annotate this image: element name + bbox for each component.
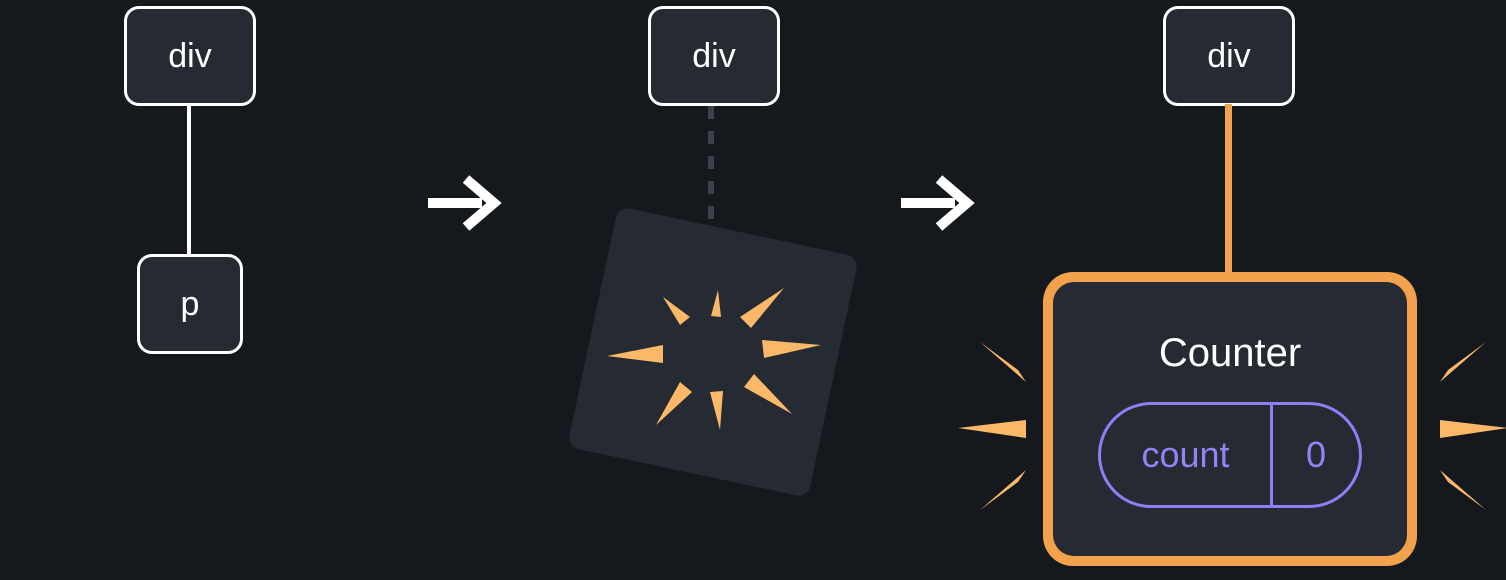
tree1-p-label: p (180, 284, 200, 323)
counter-card-body: Counter count 0 (1053, 282, 1407, 556)
tree2-div-label: div (692, 36, 736, 75)
right-arrow-icon (901, 175, 975, 231)
tree1-p-node: p (137, 254, 243, 354)
tree3-div-label: div (1207, 36, 1251, 75)
right-arrow-icon (428, 175, 502, 231)
tree2-div-node: div (648, 6, 780, 106)
counter-title: Counter (1158, 330, 1302, 375)
state-value-label: 0 (1305, 433, 1327, 475)
emphasis-rays-icon (1440, 342, 1506, 510)
tree1-div-label: div (168, 36, 212, 75)
state-pill: count 0 (1098, 401, 1362, 508)
tree1-parent-child-edge (187, 104, 191, 256)
counter-component-card: Counter count 0 (1043, 272, 1417, 566)
emphasis-rays-icon (958, 342, 1026, 510)
tree1-div-node: div (124, 6, 256, 106)
tree2-dashed-edge (708, 106, 714, 234)
tree3-div-node: div (1163, 6, 1295, 106)
state-key-label: count (1101, 404, 1273, 505)
spark-burst-icon (607, 288, 821, 430)
tree3-commit-edge (1225, 104, 1232, 280)
